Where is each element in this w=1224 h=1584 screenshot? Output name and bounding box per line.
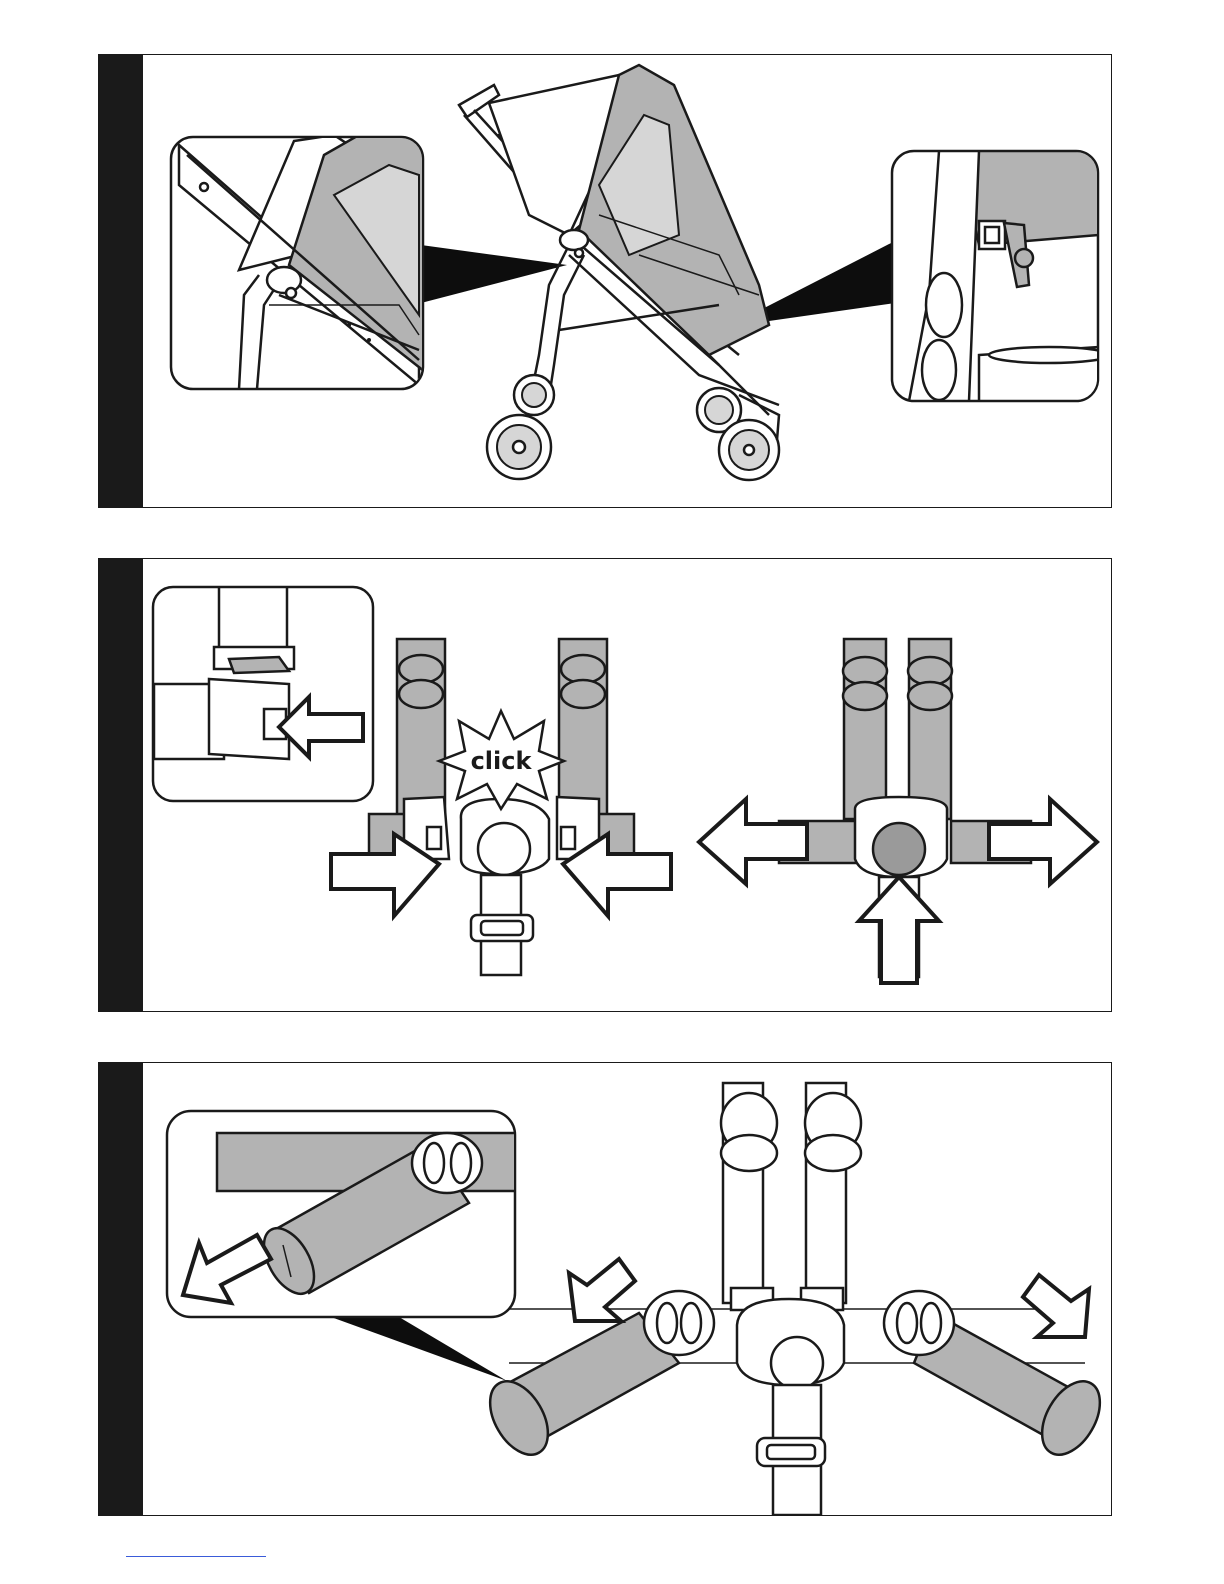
inset-buckle-detail xyxy=(153,587,373,801)
harness-release xyxy=(699,639,1097,983)
inset-pad-detail xyxy=(167,1111,517,1317)
slide-right-arrow-icon xyxy=(1023,1275,1089,1337)
harness-buckle-illustration: click xyxy=(99,559,1112,1012)
slide-left-arrow-icon xyxy=(569,1259,635,1321)
footer-rule xyxy=(126,1556,266,1557)
inset-pointer xyxy=(331,1317,507,1381)
step-panel-1 xyxy=(98,54,1112,508)
step-panel-2: click xyxy=(98,558,1112,1012)
harness-closing: click xyxy=(331,639,671,975)
pull-left-arrow-icon xyxy=(699,799,807,884)
shoulder-pad-illustration xyxy=(99,1063,1112,1516)
inset-pointer-left xyxy=(421,245,567,303)
click-label: click xyxy=(471,747,533,775)
step-panel-3 xyxy=(98,1062,1112,1516)
stroller-illustration xyxy=(99,55,1112,508)
inset-left-detail xyxy=(171,135,429,389)
pull-right-arrow-icon xyxy=(989,799,1097,884)
press-up-arrow-icon xyxy=(859,877,939,983)
harness-with-pads xyxy=(478,1083,1112,1515)
inset-right-detail xyxy=(892,151,1109,401)
